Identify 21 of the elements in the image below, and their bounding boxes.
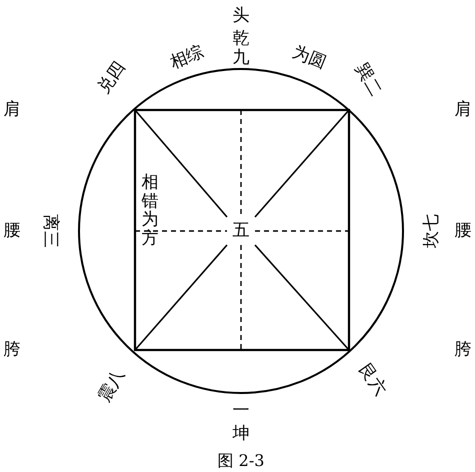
diagram-label: 乾九 [232,29,250,67]
diagram-label: 巽二 [352,61,384,99]
diagram-label: 兑四 [95,59,129,97]
diagram-label: 腰 [454,222,472,240]
diagram-label: 肩 [454,102,472,118]
diagram-label: 离三 [42,214,58,248]
diagram-label: 相错为方 [142,174,158,248]
diagram-label: 腰 [4,222,20,240]
diagram-label: 坎七 [424,214,440,248]
diagram-label: 胯 [4,342,20,358]
diagram-label: 肩 [4,102,20,118]
diagram-label: 一 [232,402,250,420]
diagram-label: 胯 [454,342,472,358]
diagram-label: 头 [232,8,250,24]
diagram-label: 五 [232,222,250,240]
diagram-label: 为圆 [290,44,328,72]
diagram-label: 坤 [232,426,250,442]
figure-caption: 图 2-3 [218,453,264,469]
diagram-label: 相综 [168,44,206,72]
diagram-label: 震八 [96,367,128,405]
diagram-label: 艮六 [355,361,389,399]
